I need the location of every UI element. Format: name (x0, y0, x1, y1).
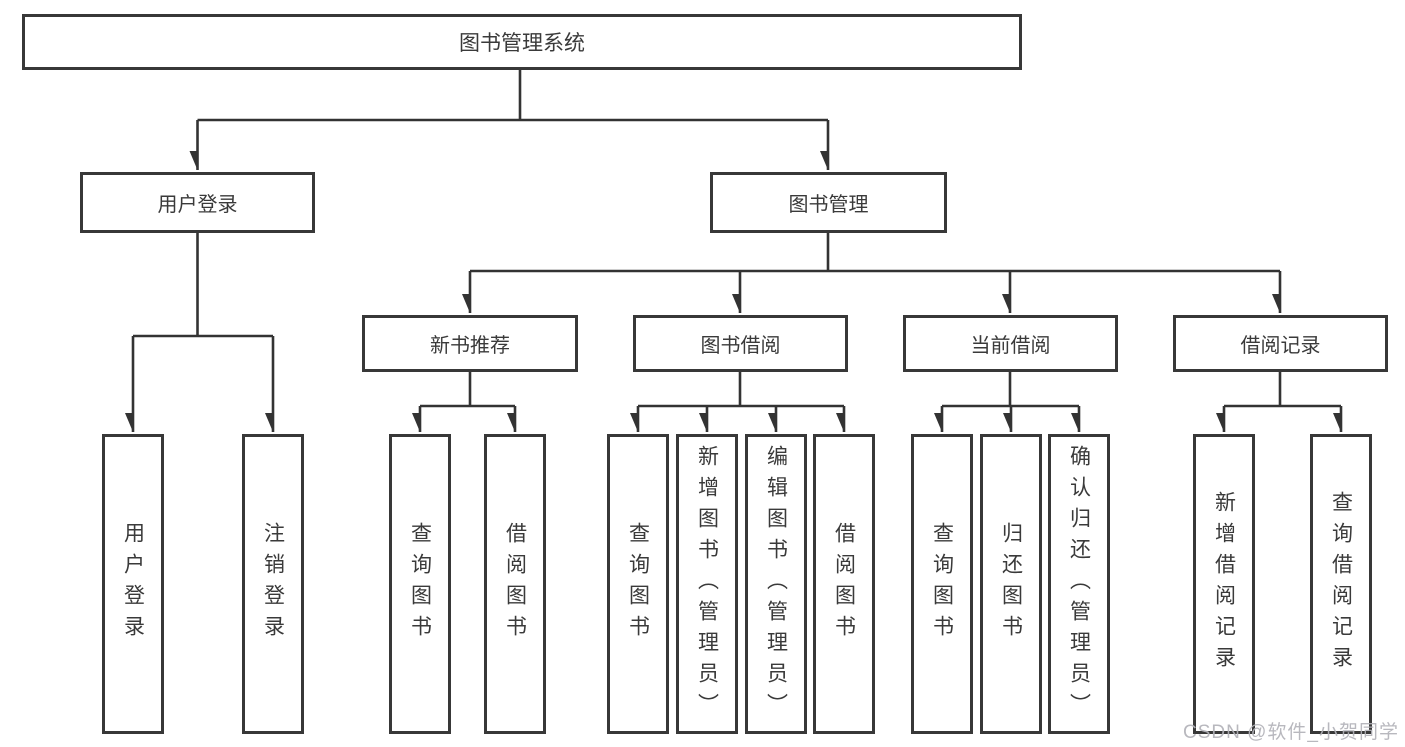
leaf-query-borrow-record: 查询借阅记录 (1310, 434, 1372, 734)
node-label: 图书借阅 (700, 335, 781, 357)
node-current-borrow: 当前借阅 (903, 315, 1118, 372)
leaf-logout: 注销登录 (242, 434, 304, 734)
leaf-query-books-current: 查询图书 (911, 434, 973, 734)
leaf-borrow-books: 借阅图书 (813, 434, 875, 734)
leaf-add-borrow-record: 新增借阅记录 (1193, 434, 1255, 734)
leaf-label: 查询借阅记录 (1329, 491, 1353, 677)
node-root-system: 图书管理系统 (22, 14, 1022, 70)
leaf-label: 归还图书 (999, 522, 1023, 646)
leaf-label: 查询图书 (930, 522, 954, 646)
leaf-label: 借阅图书 (832, 522, 856, 646)
leaf-query-books-recommend: 查询图书 (389, 434, 451, 734)
leaf-edit-books-admin: 编辑图书（管理员） (745, 434, 807, 734)
leaf-label: 注销登录 (261, 522, 285, 646)
leaf-label: 编辑图书（管理员） (764, 444, 788, 724)
leaf-borrow-books-recommend: 借阅图书 (484, 434, 546, 734)
leaf-label: 用户登录 (121, 522, 145, 646)
leaf-add-books-admin: 新增图书（管理员） (676, 434, 738, 734)
node-label: 借阅记录 (1240, 335, 1321, 357)
leaf-return-books: 归还图书 (980, 434, 1042, 734)
node-label: 用户登录 (157, 194, 238, 216)
leaf-label: 查询图书 (408, 522, 432, 646)
node-label: 当前借阅 (970, 335, 1051, 357)
node-label: 图书管理 (788, 194, 869, 216)
leaf-query-books-borrow: 查询图书 (607, 434, 669, 734)
node-label: 新书推荐 (430, 335, 510, 357)
node-user-login-branch: 用户登录 (80, 172, 315, 233)
leaf-user-login: 用户登录 (102, 434, 164, 734)
leaf-label: 新增借阅记录 (1212, 491, 1236, 677)
leaf-label: 查询图书 (626, 522, 650, 646)
leaf-label: 确认归还（管理员） (1067, 444, 1091, 724)
node-borrow-records: 借阅记录 (1173, 315, 1388, 372)
node-new-book-recommend: 新书推荐 (362, 315, 578, 372)
node-book-borrow: 图书借阅 (633, 315, 848, 372)
node-book-management-branch: 图书管理 (710, 172, 947, 233)
csdn-watermark: CSDN @软件_小贺同学 (1183, 722, 1399, 743)
leaf-label: 新增图书（管理员） (695, 444, 719, 724)
leaf-confirm-return-admin: 确认归还（管理员） (1048, 434, 1110, 734)
leaf-label: 借阅图书 (503, 522, 527, 646)
node-root-label: 图书管理系统 (459, 32, 585, 55)
